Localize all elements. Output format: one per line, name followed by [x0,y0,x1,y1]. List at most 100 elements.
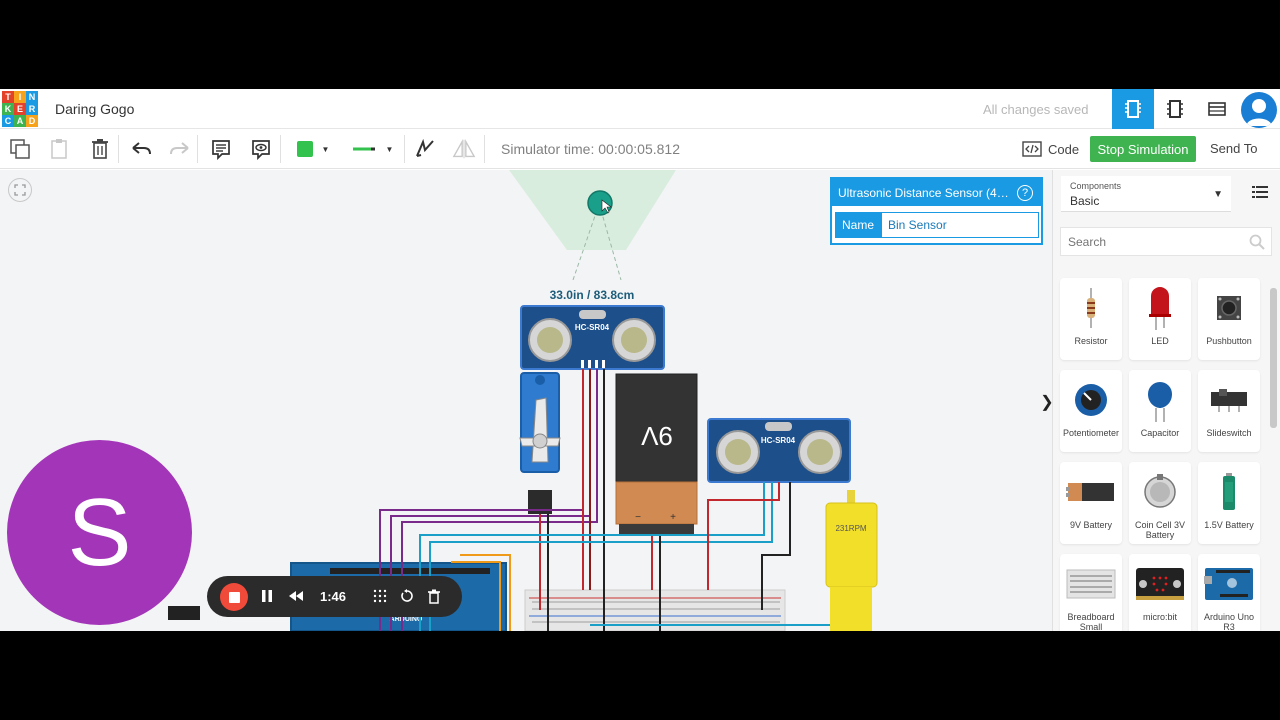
panel-scrollbar[interactable] [1267,274,1280,631]
color-swatch [296,141,313,157]
toolbar-separator [280,135,281,163]
component-tile-resistor[interactable]: Resistor [1060,278,1122,360]
component-tile-potentiometer[interactable]: Potentiometer [1060,370,1122,452]
component-tile-1-5v-battery[interactable]: 1.5V Battery [1198,462,1260,544]
wires[interactable] [379,369,830,631]
ultrasonic-sensor-bin[interactable]: HC-SR04 [520,305,665,370]
arduino-label: ARDUINO [390,616,423,623]
stop-recording-button[interactable] [220,583,248,611]
chip-icon [1167,100,1183,118]
component-tile-pushbutton[interactable]: Pushbutton [1198,278,1260,360]
component-list-view-button[interactable] [1196,89,1238,129]
stop-icon [228,591,240,603]
notes-button[interactable] [209,137,233,161]
logo-letter: N [26,91,38,103]
component-search[interactable] [1060,227,1272,256]
tinkercad-logo[interactable]: T I N K E R C A D [2,91,38,127]
component-tile-breadboard-small[interactable]: Breadboard Small [1060,554,1122,631]
copy-icon [10,139,30,159]
components-selected-value: Basic [1070,194,1100,208]
search-icon [1249,234,1265,250]
search-input[interactable] [1068,235,1238,249]
grid-dots-icon [373,589,387,603]
save-status: All changes saved [983,102,1089,117]
inspector-header: Ultrasonic Distance Sensor (4… ? [832,179,1041,206]
breadboard-icon [1060,558,1122,610]
rewind-button[interactable] [287,587,305,605]
stop-simulation-button[interactable]: Stop Simulation [1090,136,1196,162]
header-bar: T I N K E R C A D Daring Gogo All change… [0,89,1280,129]
component-tile-arduino-uno[interactable]: Arduino Uno R3 [1198,554,1260,631]
redo-button[interactable] [168,137,192,161]
pen-rotate-icon [416,138,434,157]
battery-voltage-label: 9V [640,421,672,451]
battery-aa-icon [1198,466,1260,518]
component-tile-coin-cell[interactable]: Coin Cell 3V Battery [1129,462,1191,544]
collapse-panel-chevron-icon[interactable]: ❯ [1040,388,1052,416]
grid-button[interactable] [371,587,389,605]
delete-button[interactable] [88,137,112,161]
user-icon [1246,99,1272,126]
circuit-view-button[interactable] [1112,89,1154,129]
component-label: Arduino Uno R3 [1203,612,1255,631]
circuit-workplane[interactable]: 33.0in / 83.8cm HC-SR04 [0,170,1052,631]
coin-cell-icon [1129,466,1191,518]
logo-letter: K [2,103,14,115]
help-icon[interactable]: ? [1017,184,1033,201]
undo-button[interactable] [129,137,153,161]
sensor-model-label: HC-SR04 [575,323,610,332]
list-view-button[interactable] [1252,185,1268,204]
zoom-fit-icon [14,184,26,196]
logo-letter: A [14,115,26,127]
component-tile-capacitor[interactable]: Capacitor [1129,370,1191,452]
rewind-icon [289,591,303,601]
undo-icon [132,142,151,155]
component-tile-microbit[interactable]: micro:bit [1129,554,1191,631]
user-avatar[interactable] [1241,92,1277,128]
project-name[interactable]: Daring Gogo [55,101,135,117]
component-label: Slideswitch [1206,428,1252,438]
component-label: 9V Battery [1069,520,1113,530]
rotate-button[interactable] [412,137,436,161]
component-tile-9v-battery[interactable]: 9V Battery [1060,462,1122,544]
trash-icon [92,139,108,159]
component-name-input[interactable]: Bin Sensor [881,212,1039,238]
scrollbar-thumb[interactable] [1270,288,1277,428]
send-to-button[interactable]: Send To [1210,141,1258,156]
code-editor-icon [1022,141,1042,157]
code-button-label: Code [1048,141,1080,157]
distance-readout: 33.0in / 83.8cm [550,288,635,302]
chevron-down-icon: ▼ [385,144,394,154]
led-icon [1129,282,1191,334]
toggle-notes-visibility-button[interactable] [249,137,273,161]
component-tile-slideswitch[interactable]: Slideswitch [1198,370,1260,452]
components-category-select[interactable]: Components Basic ▼ [1061,176,1231,212]
chevron-down-icon: ▼ [1213,189,1223,200]
wire-type-icon [352,147,375,151]
fit-view-button[interactable] [8,178,32,202]
servo-motor[interactable] [519,372,561,514]
inspector-title: Ultrasonic Distance Sensor (4… [838,185,1009,200]
delete-recording-button[interactable] [425,587,443,605]
flip-button[interactable] [452,137,476,161]
component-tile-led[interactable]: LED [1129,278,1191,360]
inspector-panel: Ultrasonic Distance Sensor (4… ? Name Bi… [830,177,1043,245]
paste-button[interactable] [48,137,72,161]
restart-recording-button[interactable] [398,587,416,605]
ultrasonic-sensor-2[interactable]: HC-SR04 [707,418,851,483]
resistor-icon [1060,282,1122,334]
component-label: Coin Cell 3V Battery [1134,520,1186,540]
wire-color-picker[interactable]: ▼ [293,137,333,161]
wire-type-picker[interactable]: ▼ [348,137,396,161]
schematic-view-button[interactable] [1154,89,1196,129]
dc-motor[interactable]: 231RPM [825,490,878,631]
pause-recording-button[interactable] [258,587,276,605]
circuit-diagram[interactable]: 33.0in / 83.8cm HC-SR04 [0,170,1052,631]
toolbar-separator [197,135,198,163]
logo-letter: E [14,103,26,115]
battery-9v[interactable]: 9V − + [615,373,698,536]
code-button[interactable]: Code [1016,136,1084,162]
component-label: Breadboard Small [1067,612,1115,631]
toolbar-separator [484,135,485,163]
copy-button[interactable] [8,137,32,161]
